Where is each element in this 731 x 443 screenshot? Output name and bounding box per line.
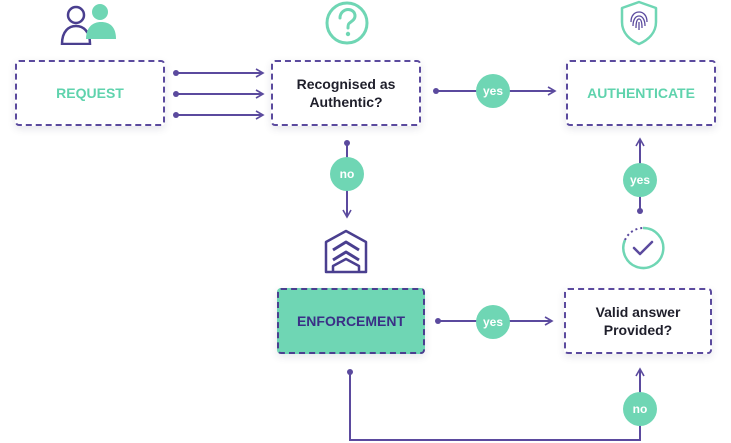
no-badge-loop: no bbox=[623, 392, 657, 426]
enforcement-label: ENFORCEMENT bbox=[296, 313, 406, 329]
recognised-label: Recognised as Authentic? bbox=[296, 76, 396, 110]
request-label: REQUEST bbox=[56, 85, 124, 101]
valid-answer-label: Valid answer Provided? bbox=[595, 304, 681, 338]
yes-badge-authenticate-up: yes bbox=[623, 163, 657, 197]
recognised-node: Recognised as Authentic? bbox=[271, 60, 421, 126]
valid-answer-node: Valid answer Provided? bbox=[564, 288, 712, 354]
fingerprint-shield-icon bbox=[620, 0, 658, 46]
chevron-shield-icon bbox=[324, 229, 368, 274]
yes-badge-valid: yes bbox=[476, 305, 510, 339]
enforcement-node: ENFORCEMENT bbox=[277, 288, 425, 354]
no-loop-path bbox=[349, 367, 645, 441]
yes-badge-authenticate: yes bbox=[476, 74, 510, 108]
check-circle-icon bbox=[622, 226, 665, 270]
question-circle-icon bbox=[325, 1, 369, 45]
request-node: REQUEST bbox=[15, 60, 165, 126]
authenticate-label: AUTHENTICATE bbox=[587, 85, 695, 101]
authenticate-node: AUTHENTICATE bbox=[566, 60, 716, 126]
no-badge-enforcement: no bbox=[330, 157, 364, 191]
users-icon bbox=[60, 4, 116, 45]
